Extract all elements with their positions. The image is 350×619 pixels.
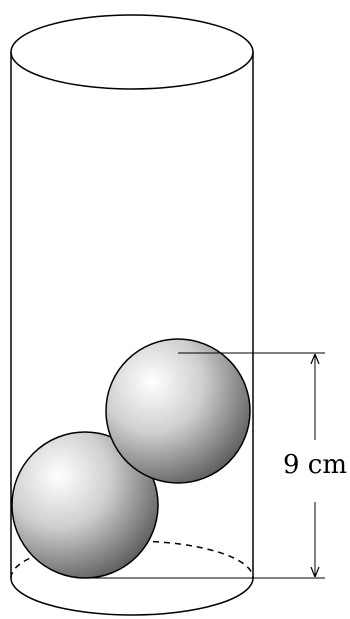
- cylinder-top-ellipse: [10, 14, 254, 90]
- upper-sphere: [105, 338, 251, 484]
- height-dimension-label: 9 cm: [283, 450, 347, 480]
- cylinder-bottom-front-arc: [10, 577, 254, 616]
